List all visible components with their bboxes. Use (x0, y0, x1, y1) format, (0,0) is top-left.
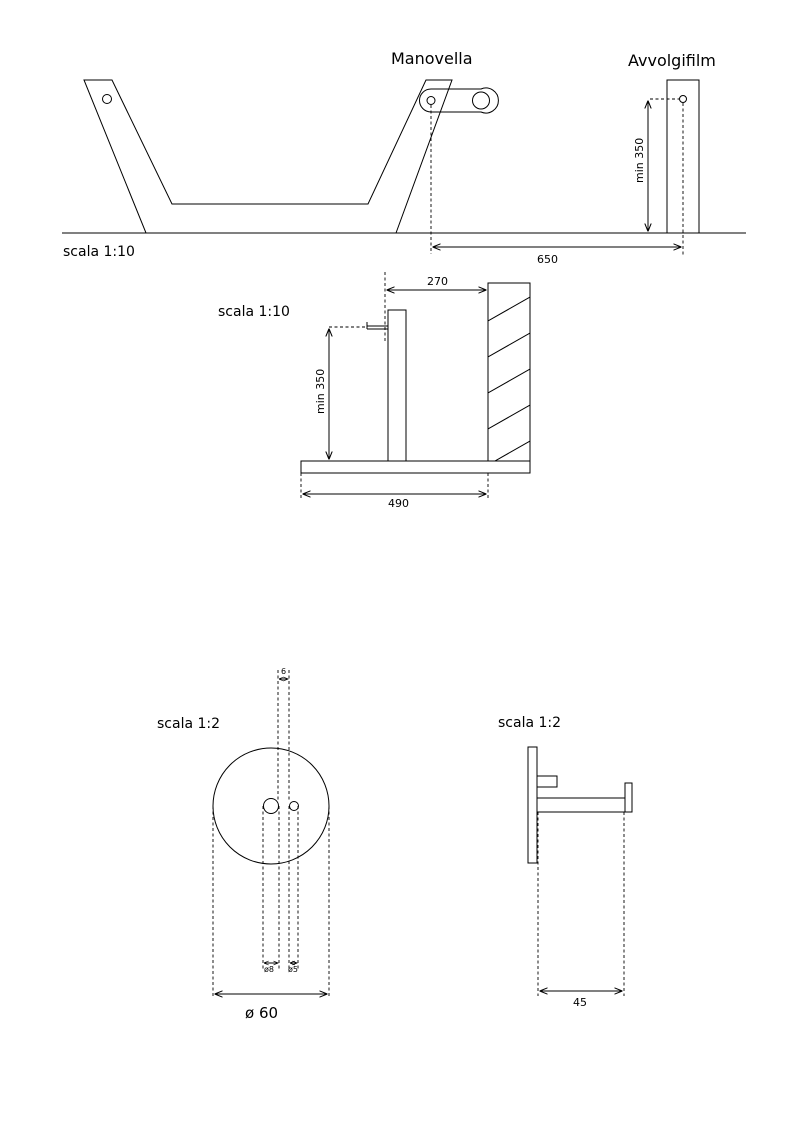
scale-label-crank-side: scala 1:2 (498, 715, 561, 731)
dimension-490-label: 490 (388, 497, 409, 510)
scale-label-disc: scala 1:2 (157, 716, 220, 732)
crank-side (419, 87, 499, 114)
dimension-6-label: 6 (281, 667, 286, 676)
shaft-end-cap (624, 782, 633, 813)
side-view: min 350 650 Manovella Avvolgifilm scala … (62, 49, 746, 266)
dimension-d8-label: ø8 (264, 965, 274, 974)
base-plate (300, 460, 531, 474)
cradle-frame (83, 79, 453, 234)
disc-view: 6 ø8 ø5 ø 60 scala 1:2 (157, 667, 330, 1022)
dimension-min350-front-label: min 350 (314, 369, 327, 414)
dimension-d5-label: ø5 (288, 965, 298, 974)
label-manovella: Manovella (391, 49, 473, 68)
scale-label-front: scala 1:10 (218, 304, 290, 320)
dimension-270-label: 270 (427, 275, 448, 288)
dimension-d60-label: ø 60 (245, 1004, 278, 1022)
wall-section (487, 282, 531, 462)
offset-hole (289, 801, 299, 811)
dimension-650-label: 650 (537, 253, 558, 266)
center-hole (263, 798, 279, 814)
small-pin (536, 775, 558, 788)
crank-side-view: 45 scala 1:2 (498, 715, 633, 1009)
winder-pivot (679, 95, 687, 103)
front-view: 270 min 350 490 scala 1:10 (218, 272, 531, 510)
scale-label-side: scala 1:10 (63, 244, 135, 260)
frame-hole (102, 94, 112, 104)
vertical-post (387, 309, 407, 462)
label-avvolgifilm: Avvolgifilm (628, 51, 716, 70)
crank-shaft (536, 797, 626, 813)
crank-disc (212, 747, 330, 865)
film-winder-post (666, 79, 700, 234)
crank-bracket-front (366, 322, 388, 330)
disc-edge (527, 746, 538, 864)
wall-hatching (488, 296, 530, 461)
dimension-min350-label: min 350 (633, 138, 646, 183)
dimension-45-label: 45 (573, 996, 587, 1009)
